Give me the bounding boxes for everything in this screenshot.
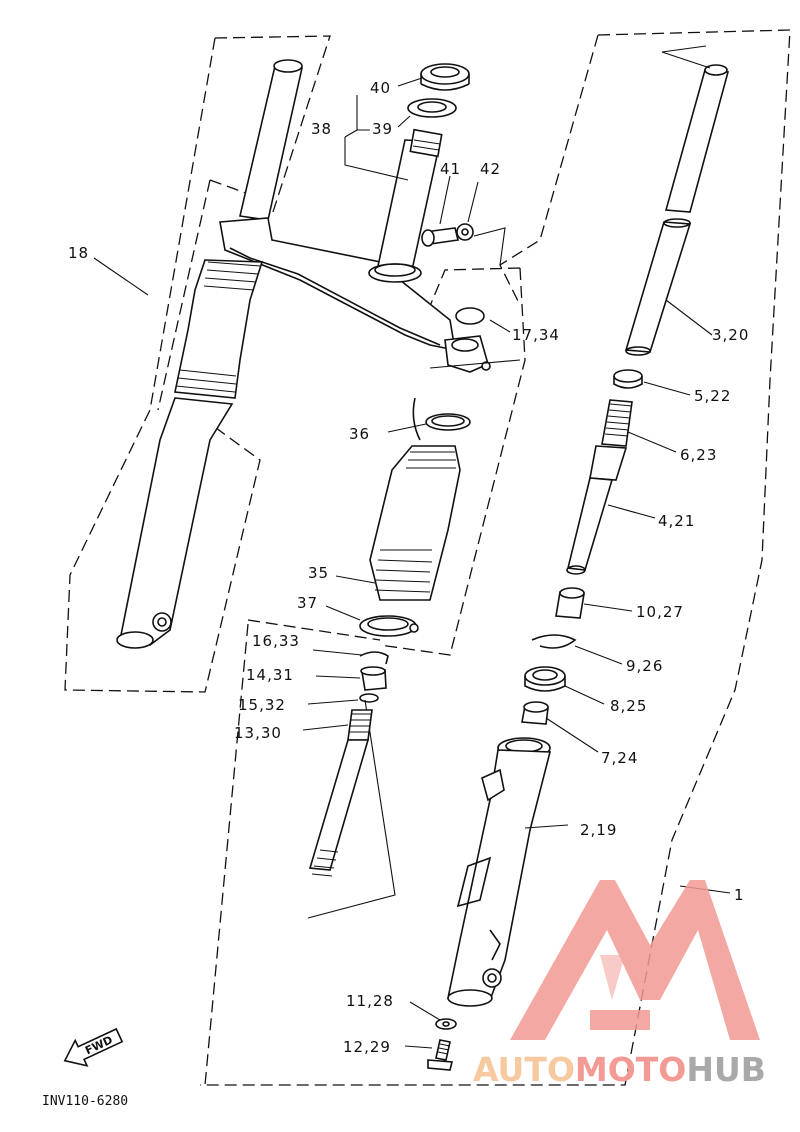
svg-text:AUTOMOTOHUB: AUTOMOTOHUB xyxy=(473,1050,766,1089)
label-40: 40 xyxy=(370,79,391,97)
label-14-31: 14,31 xyxy=(246,666,294,684)
part-labels: 40 39 38 41 42 18 17,34 3,20 5,22 36 6,2… xyxy=(68,79,749,1056)
label-6-23: 6,23 xyxy=(680,446,717,464)
label-12-29: 12,29 xyxy=(343,1038,391,1056)
label-1: 1 xyxy=(734,886,745,904)
label-16-33: 16,33 xyxy=(252,632,300,650)
label-35: 35 xyxy=(308,564,329,582)
label-8-25: 8,25 xyxy=(610,697,647,715)
boot-clamps-35-36-37 xyxy=(325,397,471,637)
label-7-24: 7,24 xyxy=(601,749,638,767)
damper-parts xyxy=(566,369,691,575)
label-9-26: 9,26 xyxy=(626,657,663,675)
label-18: 18 xyxy=(68,244,89,262)
label-4-21: 4,21 xyxy=(658,512,695,530)
label-5-22: 5,22 xyxy=(694,387,731,405)
stem-nut-parts xyxy=(344,63,470,181)
automotohub-watermark: AUTOMOTOHUB xyxy=(473,880,766,1089)
label-2-19: 2,19 xyxy=(580,821,617,839)
bolt-washer-41-42 xyxy=(421,175,506,266)
watermark-part3: HUB xyxy=(686,1050,766,1089)
label-10-27: 10,27 xyxy=(636,603,684,621)
label-38: 38 xyxy=(311,120,332,138)
diagram-code: INV110-6280 xyxy=(42,1094,128,1109)
seal-parts xyxy=(521,587,633,753)
label-13-30: 13,30 xyxy=(234,724,282,742)
label-11-28: 11,28 xyxy=(346,992,394,1010)
boundary-lines xyxy=(64,29,791,1086)
watermark-triangle-icon xyxy=(510,880,760,1040)
outer-tube-2-19 xyxy=(447,737,731,1007)
label-41: 41 xyxy=(440,160,461,178)
watermark-part1: AUTO xyxy=(473,1050,575,1089)
label-3-20: 3,20 xyxy=(712,326,749,344)
label-17-34: 17,34 xyxy=(512,326,560,344)
label-36: 36 xyxy=(349,425,370,443)
label-39: 39 xyxy=(372,120,393,138)
label-42: 42 xyxy=(480,160,501,178)
fwd-arrow-icon: FWD xyxy=(63,1027,124,1067)
label-15-32: 15,32 xyxy=(238,696,286,714)
spring-parts xyxy=(302,649,389,877)
inner-tube-3-20 xyxy=(624,45,730,356)
fork-assembly-18 xyxy=(116,59,456,649)
cap-clamp-17-34 xyxy=(429,307,521,373)
drain-bolt-parts xyxy=(404,1001,457,1071)
watermark-part2: MOTO xyxy=(575,1050,686,1089)
label-37: 37 xyxy=(297,594,318,612)
